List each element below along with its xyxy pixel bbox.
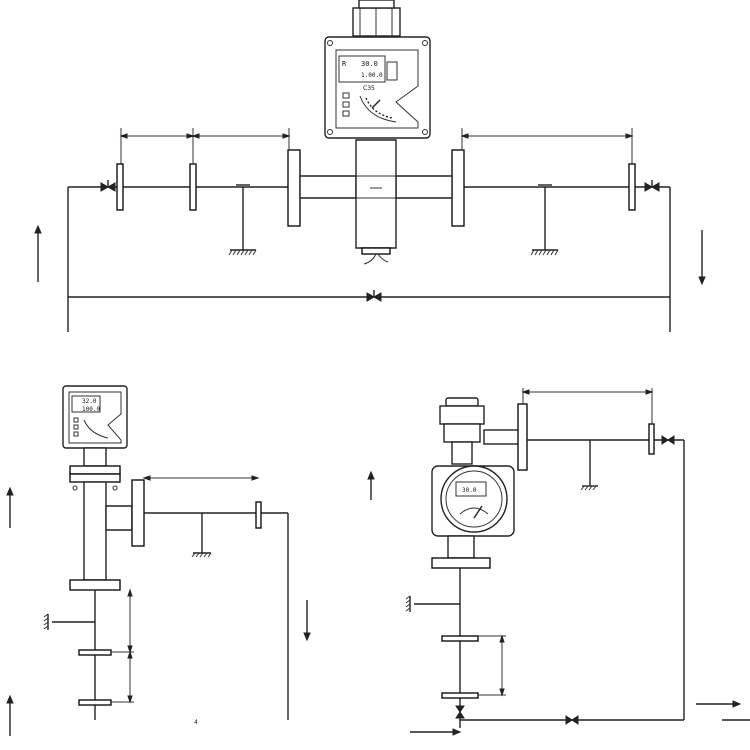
brand-mark: C35 [363, 85, 375, 92]
neck [451, 441, 473, 465]
housing-screw [327, 129, 333, 135]
meter-inlet-body [299, 175, 357, 199]
dimension-arrow [499, 634, 505, 697]
wall-hatch [405, 595, 411, 612]
side-flange [517, 403, 528, 471]
valve-icon [100, 180, 116, 192]
side-outlet-flange [131, 479, 145, 547]
lcd-total-value: 100.0 [82, 406, 100, 413]
lcd-left-label: R [342, 60, 347, 68]
inlet-flange [78, 699, 112, 706]
lcd-display [338, 55, 386, 83]
flow-right-arrow-head [452, 728, 462, 736]
outlet-flange [648, 423, 655, 455]
top-connector-cap [358, 0, 395, 9]
scale-ticks [365, 97, 393, 119]
vertical-installation-left: 32.0 100.0 [6, 385, 311, 736]
signal-cable [377, 253, 389, 263]
lcd-flow-value: 32.0 [82, 398, 97, 405]
dimension-arrow [521, 389, 654, 395]
button-icon [73, 417, 79, 423]
housing-screw [422, 129, 428, 135]
dimension-lines [119, 128, 634, 164]
bypass-valve-icon [565, 715, 579, 725]
top-flange [69, 465, 121, 475]
meter-body [447, 535, 475, 559]
outlet-flange [255, 501, 262, 529]
indicator-faceplate [335, 49, 419, 129]
pointer [371, 99, 381, 109]
flow-down-arrow-head [303, 632, 311, 642]
scale-arc [459, 507, 489, 515]
ground-hatch [228, 249, 257, 256]
flow-right-arrow-head [732, 700, 742, 708]
inlet-flange [441, 692, 479, 699]
horizontal-installation: R 30.0 1.00.0 C35 [34, 0, 706, 332]
mark-label: 4 [194, 719, 198, 726]
scale-arc [359, 95, 397, 123]
vertical-installation-right: 30.0 [367, 388, 750, 736]
inlet-flange-1 [116, 163, 124, 211]
side-outlet [105, 505, 133, 531]
junction-body [443, 423, 481, 443]
flow-up-arrow-head [6, 486, 14, 496]
flow-up-arrow-head [367, 470, 375, 480]
valve-icon [455, 705, 465, 719]
signal-cable [363, 253, 377, 265]
housing-screw [327, 40, 333, 46]
flow-up-arrow [34, 224, 42, 282]
indicator-faceplate [68, 391, 122, 444]
inlet-flange [441, 635, 479, 642]
housing-screw [422, 40, 428, 46]
lcd-side-panel [386, 61, 398, 81]
inlet-flange [78, 649, 112, 656]
lcd-total-value: 1.00.0 [361, 72, 383, 79]
valve-icon [644, 180, 660, 192]
bolt [112, 485, 118, 491]
top-flange-lower [69, 473, 121, 483]
flow-up-arrow-head [6, 694, 14, 704]
scale-arc [83, 419, 109, 439]
lcd-flow-value: 30.0 [462, 487, 477, 494]
bolt [72, 485, 78, 491]
bypass-valve-icon [366, 290, 382, 302]
meter-body [83, 481, 107, 581]
pointer [473, 505, 483, 519]
button-icon [342, 110, 350, 117]
button-icon [73, 431, 79, 437]
cable-gland [483, 429, 521, 445]
button-icon [342, 92, 350, 99]
junction-cap [445, 397, 479, 407]
indicator-housing [324, 36, 431, 139]
outlet-flange [628, 163, 636, 211]
ground-hatch [530, 249, 559, 256]
meter-outlet-body [395, 175, 453, 199]
inlet-flange-2 [189, 163, 197, 211]
meter-inlet-flange [287, 149, 301, 227]
meter-outlet-flange [451, 149, 465, 227]
lcd-display [71, 395, 101, 413]
meter-bottom-plug [361, 247, 391, 255]
round-dial-outer [440, 465, 508, 533]
wall-hatch [43, 613, 49, 630]
valve-icon [661, 435, 675, 445]
flow-down-arrow [698, 230, 706, 286]
junction-box [439, 405, 485, 425]
meter-measuring-tube [355, 139, 397, 249]
indicator-neck [83, 447, 107, 467]
button-icon [73, 424, 79, 430]
ground-hatch [580, 485, 597, 491]
lcd-display [455, 481, 487, 497]
bottom-flange [69, 579, 121, 591]
lcd-flow-value: 30.0 [361, 60, 378, 68]
dimension-arrow [127, 588, 133, 704]
dimension-arrow [142, 475, 260, 481]
button-icon [342, 101, 350, 108]
round-dial-inner [445, 470, 503, 528]
bottom-flange [431, 557, 491, 569]
ground-hatch [191, 552, 212, 558]
